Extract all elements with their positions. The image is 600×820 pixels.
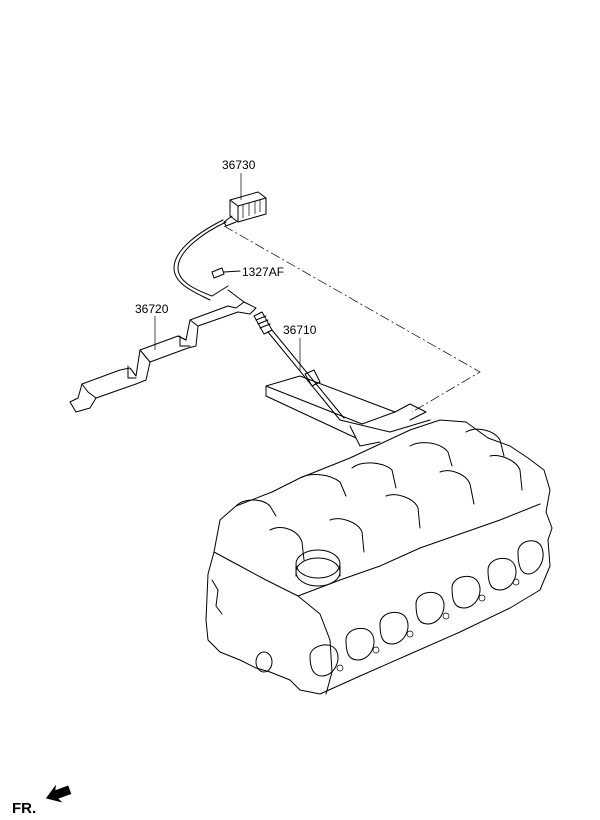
glow-plug-harness-drawing — [69, 289, 257, 413]
part-label-bolt: 1327AF — [242, 265, 285, 279]
part-label-wiring-connector: 36730 — [222, 158, 256, 172]
front-direction-label: FR. — [12, 800, 37, 817]
glow-plug-drawing — [253, 311, 345, 421]
part-label-glow-plug: 36710 — [283, 323, 317, 337]
part-label-glow-plug-harness: 36720 — [135, 302, 169, 316]
assembly-guide-line — [223, 225, 481, 413]
wiring-connector-drawing — [173, 191, 267, 301]
front-direction-arrow-icon — [45, 784, 72, 803]
cylinder-head-drawing — [205, 375, 553, 695]
